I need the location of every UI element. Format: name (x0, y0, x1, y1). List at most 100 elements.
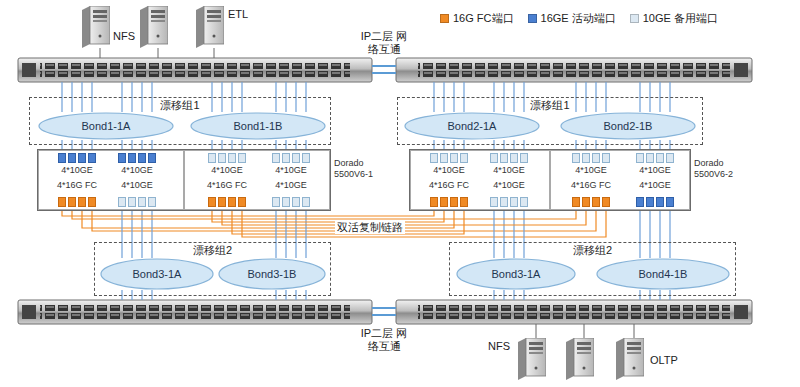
bond-link (433, 140, 434, 150)
ellipse-outline (457, 259, 575, 289)
uplink-wire (503, 82, 504, 112)
uplink-wire (81, 82, 82, 112)
group-title: 漂移组2 (95, 244, 330, 256)
uplink-wire (295, 290, 296, 300)
port-symbol (460, 153, 468, 163)
server-wire (584, 324, 585, 338)
uplink-wire (305, 290, 306, 300)
port-symbol (636, 197, 644, 207)
port-wire (595, 140, 596, 150)
port-symbol (440, 197, 448, 207)
switch-body (396, 300, 752, 324)
drift-group: 漂移组2Bond3-1ABond3-1B (95, 243, 330, 295)
port-wire (141, 140, 142, 150)
uplink-wire (131, 290, 132, 300)
legend-item: 16G FC端口 (440, 12, 514, 25)
group-title: 漂移组1 (30, 99, 330, 111)
l2-interconnect (372, 66, 396, 315)
uplink-wire (231, 82, 232, 112)
port-label: 4*16G FC (202, 180, 252, 191)
uplink-wire (91, 82, 92, 112)
legend-swatch (528, 14, 537, 23)
ellipse-shape (560, 112, 696, 140)
port-wire (669, 140, 670, 150)
port-wire (275, 140, 276, 150)
interconnect-line (372, 65, 396, 67)
array-name: Dorado 5500V6-1 (334, 158, 380, 180)
port-label: 4*10GE (630, 165, 680, 176)
port-label: 4*10GE (266, 180, 316, 191)
port-wire (513, 210, 514, 258)
uplink-wire (121, 82, 122, 112)
replication-link (212, 210, 444, 222)
port-label: 4*10GE (484, 180, 534, 191)
server-icon (140, 6, 168, 48)
uplink-wire (211, 82, 212, 112)
port-wire (493, 140, 494, 150)
drift-group: 漂移组1Bond2-1ABond2-1B (398, 98, 702, 144)
server-label: NFS (488, 340, 510, 353)
port-symbol (582, 153, 590, 163)
port-symbol (302, 153, 310, 163)
uplink-wire (295, 82, 296, 112)
wire-group (62, 82, 670, 300)
port-symbol (656, 153, 664, 163)
ellipse-outline (597, 259, 729, 289)
port-label: 4*16G FC (566, 180, 616, 191)
port-wire (463, 140, 464, 150)
port-symbol (208, 197, 216, 207)
port-symbol (646, 197, 654, 207)
port-symbol (88, 197, 96, 207)
controller: 4*10GE4*10GE4*16G FC4*10GE (550, 150, 690, 210)
port-symbol (572, 197, 580, 207)
port-symbol (656, 197, 664, 207)
port-symbol (88, 153, 96, 163)
port-wire (71, 140, 72, 150)
port-label: 4*10GE (202, 165, 252, 176)
port-symbol (582, 197, 590, 207)
port-symbol (460, 197, 468, 207)
port-symbol (292, 153, 300, 163)
port-symbol (148, 153, 156, 163)
port-symbol (118, 153, 126, 163)
uplink-wire (121, 290, 122, 300)
server-icon (196, 6, 224, 48)
server-wire (100, 48, 101, 58)
network-label: IP二层 网络互通 (358, 30, 410, 56)
uplink-wire (493, 82, 494, 112)
port-symbol (68, 153, 76, 163)
uplink-wire (659, 82, 660, 112)
server-label: OLTP (650, 354, 678, 367)
storage-array: Dorado 5500V6-24*10GE4*10GE4*16G FC4*10G… (410, 150, 690, 210)
port-label: 4*10GE (566, 165, 616, 176)
port-symbol (490, 153, 498, 163)
bond-name: Bond3-1A (492, 268, 541, 281)
uplink-wire (305, 82, 306, 112)
bond-ellipse: Bond3-1A (456, 258, 576, 290)
ellipse-outline (405, 113, 539, 139)
server-wire (214, 48, 215, 58)
port-label: 4*10GE (424, 165, 474, 176)
port-wire (285, 140, 286, 150)
bond-name: Bond3-1B (248, 268, 297, 281)
port-symbol (510, 153, 518, 163)
edge-group (62, 140, 640, 258)
uplink-wire (453, 82, 454, 112)
uplink-wire (649, 82, 650, 112)
port-symbol (520, 197, 528, 207)
bond-link (575, 140, 576, 150)
port-symbol (58, 197, 66, 207)
port-wire (659, 210, 660, 258)
bond-link (121, 210, 122, 258)
port-wire (295, 210, 296, 258)
ellipse-outline (39, 113, 173, 139)
port-symbol (450, 197, 458, 207)
replication-link (62, 210, 434, 216)
port-symbol (218, 197, 226, 207)
bond-ellipse: Bond2-1B (560, 112, 696, 140)
ellipse-shape (456, 258, 576, 290)
port-symbol (228, 153, 236, 163)
server-wire (634, 324, 635, 338)
network-switch (18, 300, 372, 324)
uplink-wire (141, 82, 142, 112)
